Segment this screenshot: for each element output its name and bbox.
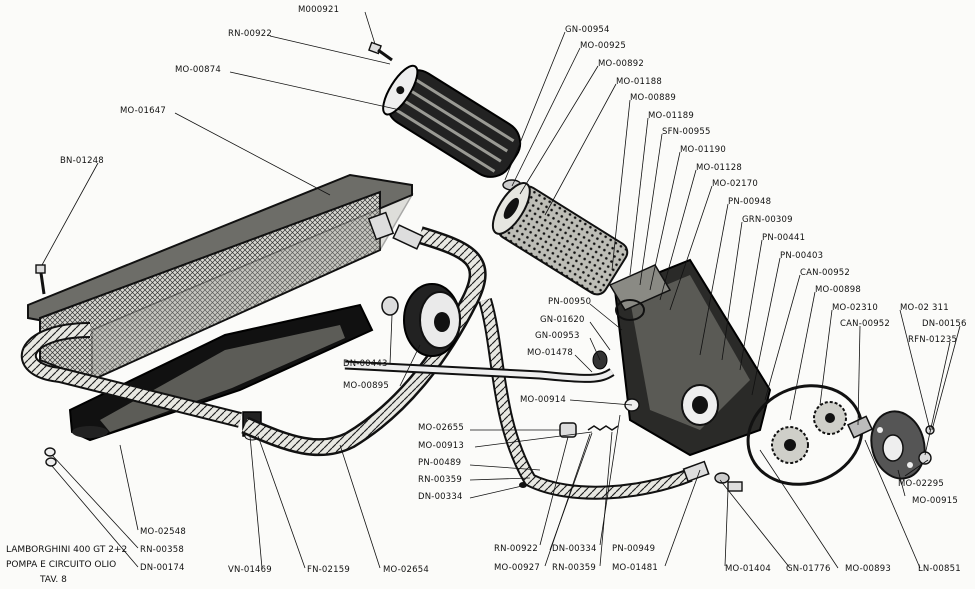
part-label: GRN-00309: [742, 215, 793, 225]
part-label: MO-00874: [175, 65, 221, 75]
part-label: GN-01776: [786, 564, 831, 574]
part-label: MO-02 311: [900, 303, 949, 313]
part-label: MO-01189: [648, 111, 694, 121]
title-line-2: POMPA E CIRCUITO OLIO: [6, 560, 116, 570]
part-label: RN-00358: [140, 545, 184, 555]
part-label: MO-00925: [580, 41, 626, 51]
part-label: MO-02170: [712, 179, 758, 189]
title-line-3: TAV. 8: [39, 575, 67, 585]
part-label: RN-00359: [418, 475, 462, 485]
filter-canister-part: [382, 64, 522, 178]
part-label: GN-00953: [535, 331, 580, 341]
part-label: GN-01620: [540, 315, 585, 325]
part-label: MO-02655: [418, 423, 464, 433]
part-label: DN-00156: [922, 319, 967, 329]
part-label: DN-00334: [418, 492, 463, 502]
part-label: PN-00948: [728, 197, 771, 207]
part-label: PN-00950: [548, 297, 591, 307]
part-label: MO-00895: [343, 381, 389, 391]
pump-cover-part: [870, 410, 935, 480]
part-label: RN-00922: [494, 544, 538, 554]
part-label: M000921: [298, 5, 339, 15]
title-block: LAMBORGHINI 400 GT 2+2 POMPA E CIRCUITO …: [6, 545, 127, 585]
part-label: MO-01647: [120, 106, 166, 116]
part-label: BN-01248: [60, 156, 104, 166]
part-label: MO-02295: [898, 479, 944, 489]
part-label: PN-00441: [762, 233, 805, 243]
part-label: MO-01128: [696, 163, 742, 173]
part-label: RN-00359: [552, 563, 596, 573]
part-label: RFN-01235: [908, 335, 957, 345]
part-label: MO-01188: [616, 77, 662, 87]
part-label: GN-00954: [565, 25, 610, 35]
title-line-1: LAMBORGHINI 400 GT 2+2: [6, 545, 127, 555]
part-labels: M000921 RN-00922 MO-00874 MO-01647 BN-01…: [60, 5, 967, 575]
part-label: DN-00174: [140, 563, 185, 573]
bolt-part: [368, 41, 393, 62]
part-label: MO-01404: [725, 564, 771, 574]
washers-part: [44, 447, 57, 467]
part-label: FN-02159: [307, 565, 350, 575]
part-label: MO-00913: [418, 441, 464, 451]
part-label: MO-00893: [845, 564, 891, 574]
part-label: DN-00443: [343, 359, 388, 369]
part-label: MO-00889: [630, 93, 676, 103]
pump-housing-part: [608, 258, 772, 457]
filter-element-part: [491, 182, 629, 296]
part-label: MO-01478: [527, 348, 573, 358]
part-label: MO-00915: [912, 496, 958, 506]
part-label: RN-00922: [228, 29, 272, 39]
pump-gasket-part: [746, 384, 864, 486]
part-label: MO-00914: [520, 395, 566, 405]
part-label: MO-02654: [383, 565, 429, 575]
nut-part: [381, 296, 399, 316]
part-label: MO-01481: [612, 563, 658, 573]
pulley-part: [403, 283, 461, 357]
part-label: MO-00892: [598, 59, 644, 69]
part-label: PN-00489: [418, 458, 461, 468]
part-label: PN-00403: [780, 251, 823, 261]
part-label: MO-00927: [494, 563, 540, 573]
part-label: SFN-00955: [662, 127, 711, 137]
part-label: VN-01469: [228, 565, 272, 575]
part-label: CAN-00952: [800, 268, 850, 278]
oil-cooler-part: [27, 173, 414, 382]
leader-lines: [41, 11, 961, 569]
part-label: MO-01190: [680, 145, 726, 155]
part-label: DN-00334: [552, 544, 597, 554]
part-label: LN-00851: [918, 564, 961, 574]
part-label: MO-02548: [140, 527, 186, 537]
part-label: MO-00898: [815, 285, 861, 295]
part-label: PN-00949: [612, 544, 655, 554]
part-label: CAN-00952: [840, 319, 890, 329]
part-label: MO-02310: [832, 303, 878, 313]
valve-parts: [519, 398, 640, 488]
pump-gears-part: [771, 401, 874, 464]
cooler-bolt-part: [35, 264, 46, 295]
